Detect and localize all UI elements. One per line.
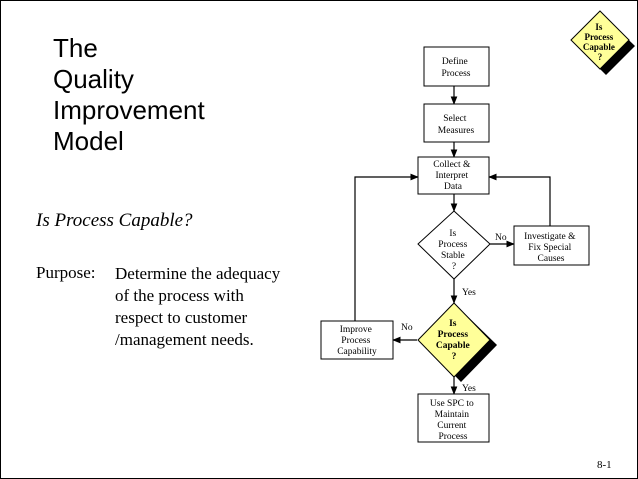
purpose-label: Purpose: [36,263,96,282]
box-use-spc [417,393,490,443]
label-yes-capable: Yes [462,384,476,394]
decision-process-stable-label: Is Process Stable ? [438,229,469,272]
purpose-line: of the process with [115,286,244,305]
purpose-line: respect to customer [115,308,248,327]
box-investigate-label: Investigate & Fix Special Causes [524,232,578,264]
box-define-process-label: Define Process [441,56,470,79]
label-no-capable: No [401,323,413,333]
box-collect-data-label: Collect & Interpret Data [433,160,473,192]
title-line: Model [53,126,124,156]
corner-badge [570,10,630,70]
label-yes-stable: Yes [462,288,476,298]
arrow-improve-to-collect [354,173,419,321]
corner-badge-label: Is Process Capable ? [583,22,617,62]
label-no-stable: No [495,233,507,243]
title-line: The [53,33,98,63]
box-investigate [513,225,590,266]
box-use-spc-label: Use SPC to Maintain Current Process [430,399,476,442]
purpose-line: Determine the adequacy [115,264,281,283]
section-subtitle: Is Process Capable? [36,210,193,231]
title-line: Quality [53,64,134,94]
box-define-process [423,46,490,87]
decision-process-capable-label: Is Process Capable ? [436,319,472,362]
page-number: 8-1 [597,459,612,471]
box-improve-capability-label: Improve Process Capability [337,325,377,357]
box-select-measures [423,103,490,143]
decision-process-stable [417,210,491,280]
box-collect-data [417,156,490,195]
box-select-measures-label: Select Measures [438,114,475,136]
slide-title: The Quality Improvement Model [53,33,205,157]
decision-process-capable [417,302,491,378]
box-improve-capability [320,320,394,360]
arrow-investigate-to-collect [488,173,551,226]
title-line: Improvement [53,95,205,125]
purpose-line: /management needs. [115,330,254,349]
purpose-text: Determine the adequacy of the process wi… [115,263,280,351]
